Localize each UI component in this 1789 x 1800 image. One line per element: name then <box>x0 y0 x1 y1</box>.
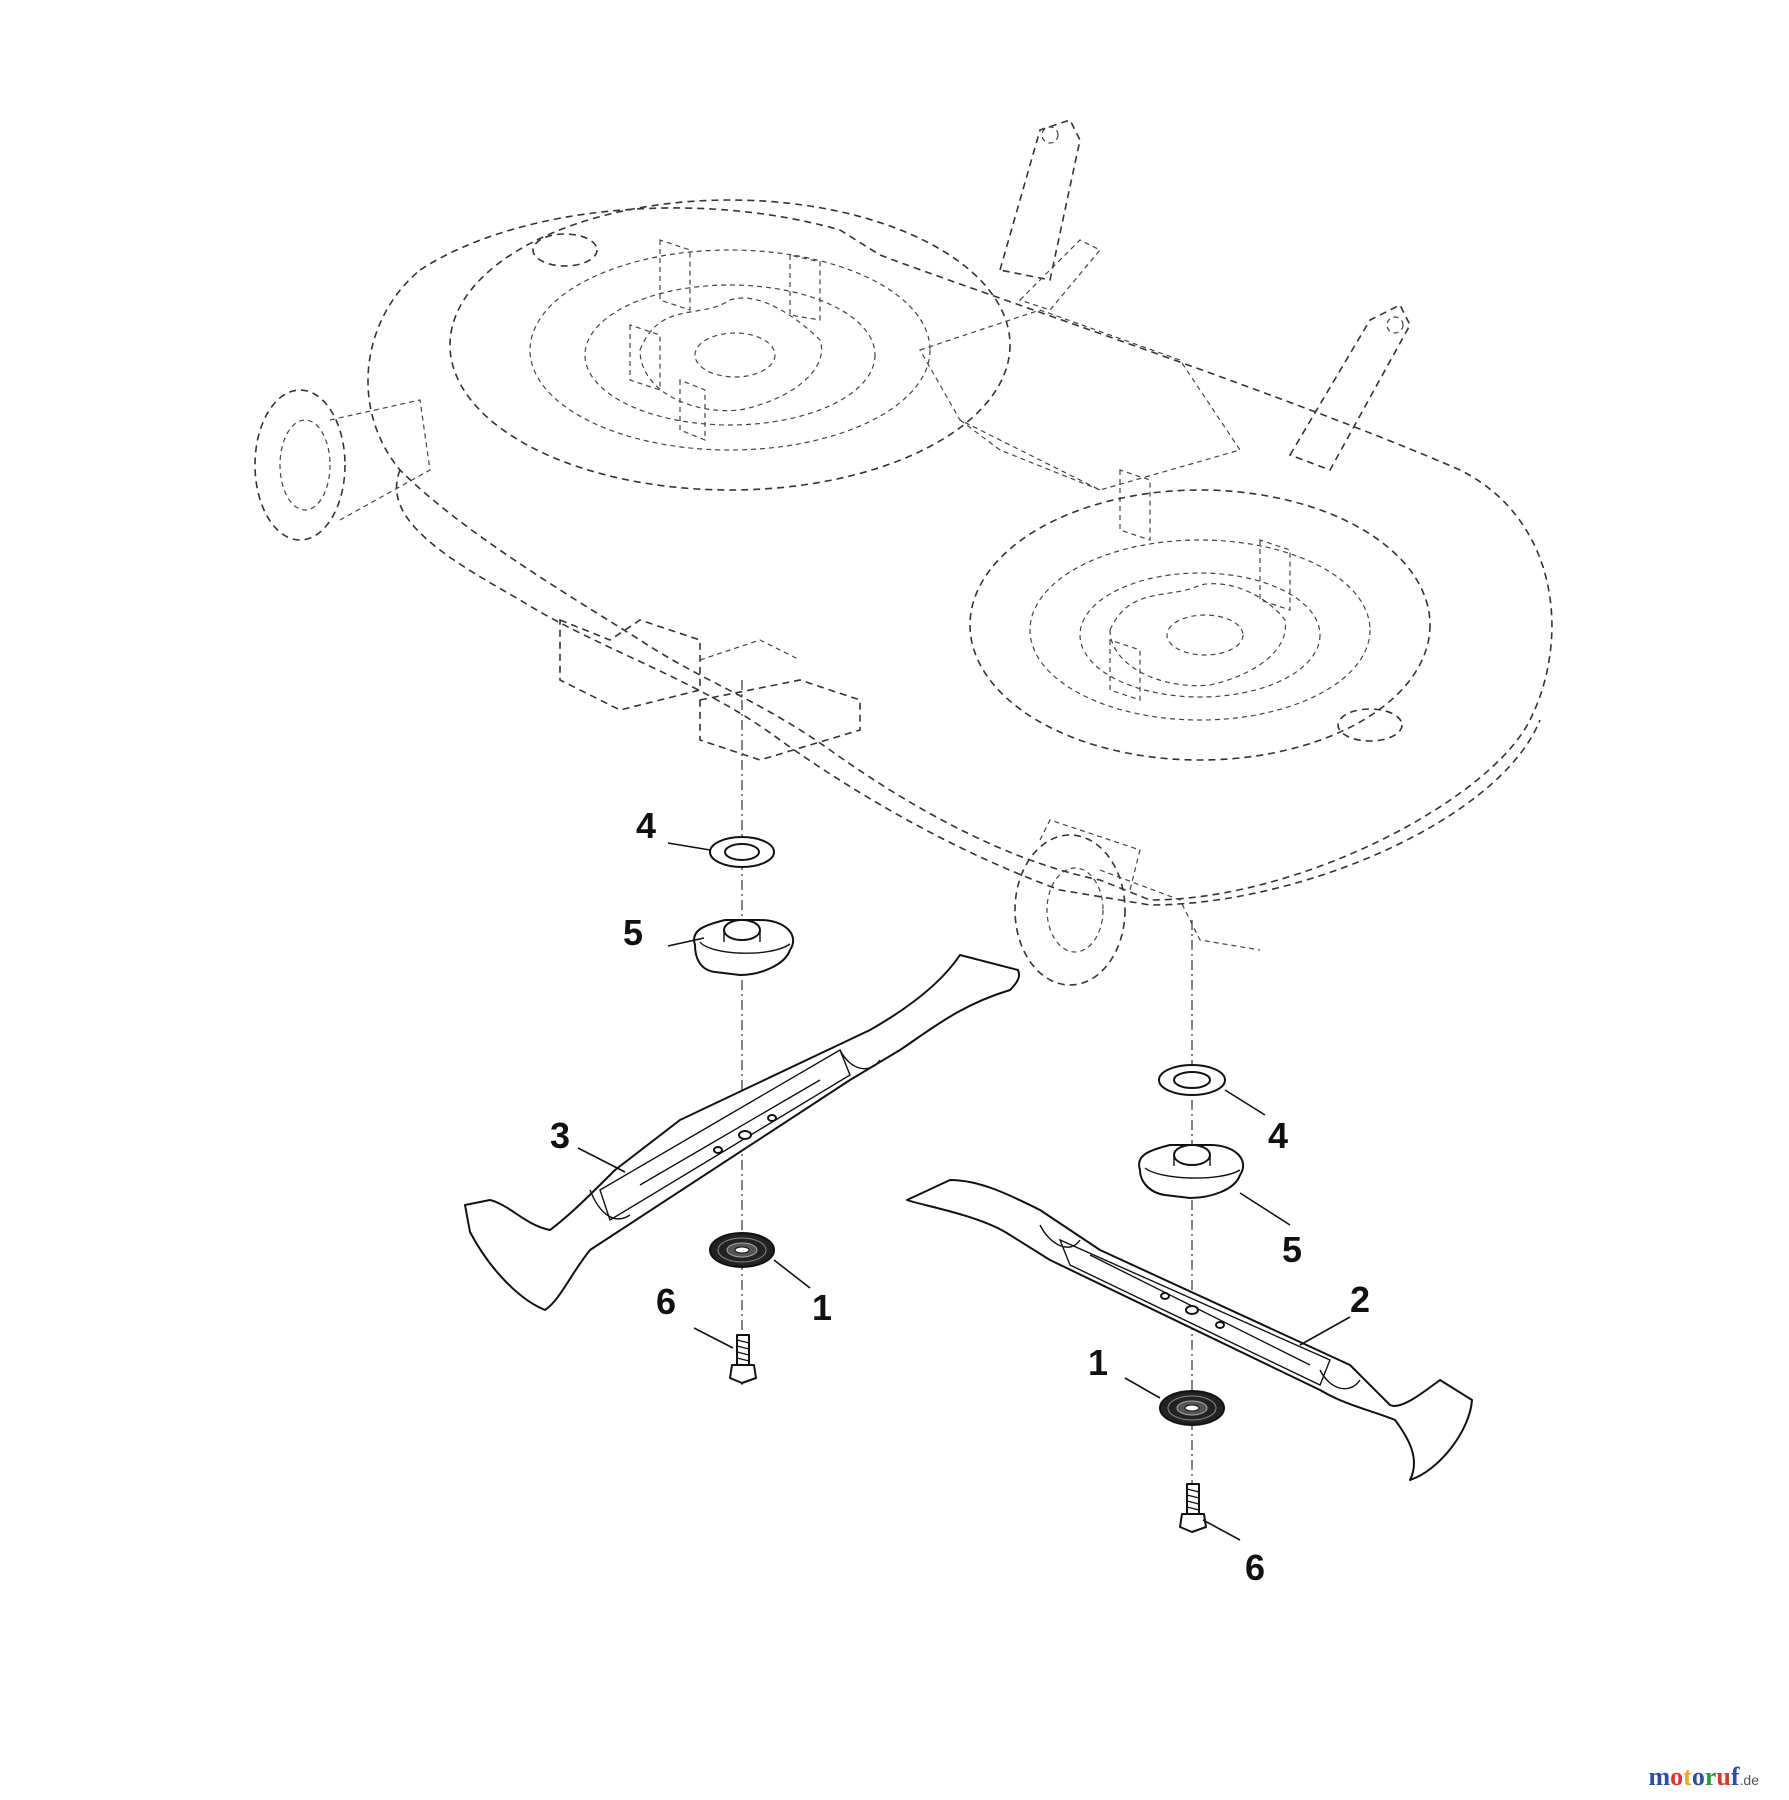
callout-4-left: 4 <box>636 805 656 846</box>
watermark-letter: u <box>1716 1762 1731 1791</box>
callout-6-right: 6 <box>1245 1547 1265 1588</box>
callout-3-left: 3 <box>550 1115 570 1156</box>
mower-blade-right <box>906 1179 1473 1481</box>
watermark-text: motoruf <box>1649 1762 1740 1791</box>
mower-blade-left <box>464 954 1020 1311</box>
bolt-right <box>1179 1483 1207 1533</box>
callout-6-left: 6 <box>656 1281 676 1322</box>
callout-5-right: 5 <box>1282 1229 1302 1270</box>
callout-2-right: 2 <box>1350 1279 1370 1320</box>
callout-1-left: 1 <box>812 1287 832 1328</box>
washer-left <box>709 836 775 868</box>
watermark-letter: m <box>1648 1762 1671 1791</box>
watermark-letter: r <box>1704 1762 1717 1791</box>
mower-deck-outline <box>254 119 1553 986</box>
blade-adapter-left <box>693 919 795 976</box>
blade-adapter-right <box>1138 1144 1245 1199</box>
watermark-logo: motoruf.de <box>1649 1762 1760 1792</box>
watermark-letter: o <box>1670 1762 1684 1791</box>
callout-5-left: 5 <box>623 912 643 953</box>
leader-lines <box>577 842 1351 1541</box>
bolt-left <box>729 1334 757 1384</box>
watermark-suffix: .de <box>1739 1772 1759 1788</box>
spring-washer-right <box>1159 1390 1225 1426</box>
watermark-letter: t <box>1683 1762 1692 1791</box>
callout-4-right: 4 <box>1268 1115 1288 1156</box>
watermark-letter: o <box>1691 1762 1705 1791</box>
callout-1-right: 1 <box>1088 1342 1108 1383</box>
spring-washer-left <box>709 1232 775 1268</box>
watermark-letter: f <box>1730 1762 1740 1791</box>
washer-right <box>1158 1064 1226 1096</box>
